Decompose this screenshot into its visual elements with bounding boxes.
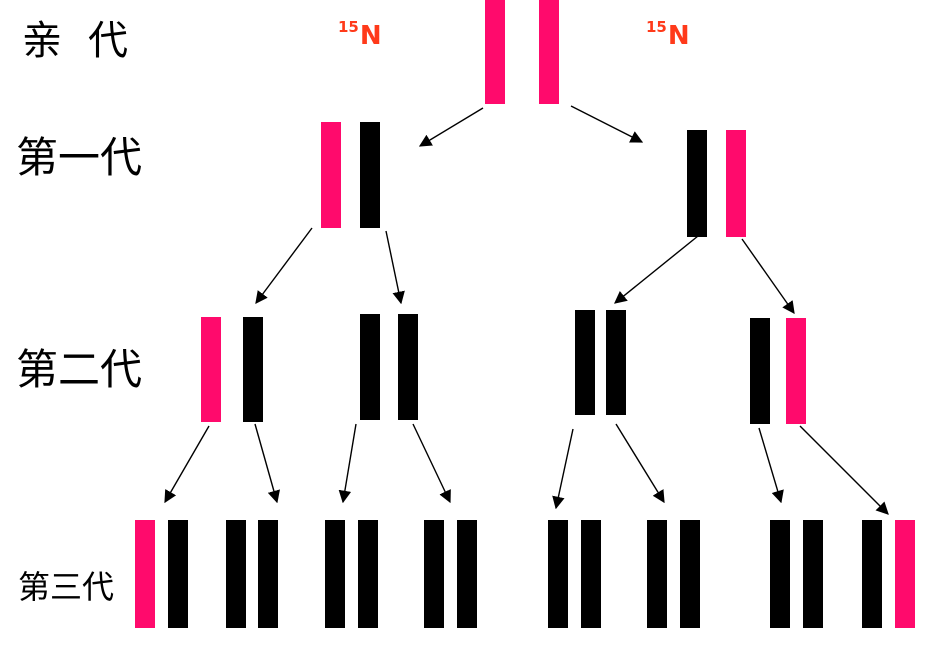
light-strand bbox=[360, 314, 380, 420]
isotope-label-left: 15N bbox=[338, 18, 382, 51]
light-strand bbox=[803, 520, 823, 628]
dna-pair-third-14 bbox=[862, 520, 915, 628]
replication-arrow bbox=[164, 425, 210, 504]
light-strand bbox=[575, 310, 595, 415]
light-strand bbox=[424, 520, 444, 628]
replication-arrow bbox=[418, 107, 484, 147]
light-strand bbox=[398, 314, 418, 420]
dna-pair-second-6 bbox=[750, 318, 806, 424]
replication-arrow bbox=[570, 105, 644, 143]
label-parent-generation: 亲代 bbox=[22, 18, 154, 64]
label-second-generation: 第二代 bbox=[16, 345, 143, 394]
light-strand bbox=[548, 520, 568, 628]
dna-pair-third-12 bbox=[647, 520, 700, 628]
light-strand bbox=[606, 310, 626, 415]
dna-pair-third-8 bbox=[226, 520, 278, 628]
isotope-element: N bbox=[359, 21, 382, 51]
heavy-strand bbox=[201, 317, 221, 422]
light-strand bbox=[168, 520, 188, 628]
light-strand bbox=[862, 520, 882, 628]
dna-pair-third-7 bbox=[135, 520, 188, 628]
light-strand bbox=[647, 520, 667, 628]
dna-pair-second-3 bbox=[201, 317, 263, 422]
isotope-mass-number: 15 bbox=[338, 18, 359, 36]
heavy-strand bbox=[786, 318, 806, 424]
light-strand bbox=[680, 520, 700, 628]
dna-pair-third-9 bbox=[325, 520, 378, 628]
heavy-strand bbox=[895, 520, 915, 628]
heavy-strand bbox=[321, 122, 341, 228]
dna-pair-third-10 bbox=[424, 520, 477, 628]
heavy-strand bbox=[726, 130, 746, 237]
heavy-strand bbox=[135, 520, 155, 628]
light-strand bbox=[750, 318, 770, 424]
replication-arrow bbox=[338, 423, 357, 504]
dna-pair-third-11 bbox=[548, 520, 601, 628]
light-strand bbox=[360, 122, 380, 228]
replication-arrow bbox=[255, 227, 313, 305]
dna-pair-parent-0 bbox=[485, 0, 559, 104]
strands-layer bbox=[135, 0, 915, 628]
arrows-layer bbox=[164, 105, 889, 515]
replication-arrow bbox=[614, 235, 699, 304]
dna-pair-first-2 bbox=[687, 130, 746, 237]
label-third-generation: 第三代 bbox=[18, 568, 115, 606]
label-first-generation: 第一代 bbox=[16, 133, 143, 182]
dna-pair-second-4 bbox=[360, 314, 418, 420]
replication-arrow bbox=[758, 427, 784, 504]
dna-pair-second-5 bbox=[575, 310, 626, 415]
light-strand bbox=[358, 520, 378, 628]
dna-pair-third-13 bbox=[770, 520, 823, 628]
replication-arrow bbox=[741, 238, 795, 315]
light-strand bbox=[687, 130, 707, 237]
light-strand bbox=[226, 520, 246, 628]
isotope-mass-number: 15 bbox=[646, 18, 667, 36]
replication-arrow bbox=[615, 423, 665, 504]
replication-arrow bbox=[552, 428, 574, 510]
isotope-element: N bbox=[667, 21, 690, 51]
replication-arrow bbox=[385, 230, 405, 305]
replication-arrow bbox=[254, 423, 280, 504]
light-strand bbox=[325, 520, 345, 628]
light-strand bbox=[581, 520, 601, 628]
replication-arrow bbox=[412, 423, 451, 504]
light-strand bbox=[770, 520, 790, 628]
heavy-strand bbox=[485, 0, 505, 104]
light-strand bbox=[258, 520, 278, 628]
replication-arrow bbox=[799, 425, 889, 515]
isotope-label-right: 15N bbox=[646, 18, 690, 51]
heavy-strand bbox=[539, 0, 559, 104]
light-strand bbox=[457, 520, 477, 628]
light-strand bbox=[243, 317, 263, 422]
dna-pair-first-1 bbox=[321, 122, 380, 228]
